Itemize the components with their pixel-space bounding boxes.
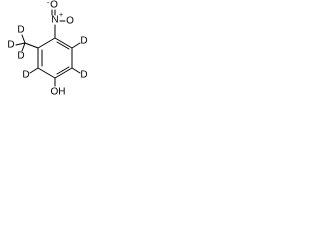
molecule-drawing: N + O - O D D D D D D OH	[7, 0, 87, 98]
ring-bond	[37, 67, 56, 79]
atom-methyl-d-top: D	[17, 25, 24, 36]
ring-bond	[54, 67, 73, 79]
ring-bond	[37, 37, 56, 49]
bond-methyl-d-bottom	[21, 42, 26, 52]
atom-methyl-d-left: D	[7, 40, 14, 51]
atom-d-upper-right: D	[80, 36, 87, 47]
ring-double-bond	[56, 66, 70, 75]
ring-double-bond	[56, 41, 70, 50]
bond-methyl-d-left	[15, 42, 26, 46]
bond-methyl	[24, 42, 39, 49]
charge-nitro-o-top: -	[47, 0, 50, 7]
atom-methyl-d-bottom: D	[17, 51, 24, 62]
bond-d-lower-left	[29, 67, 39, 74]
structure-diagram: N + O - O D D D D D D OH	[0, 0, 111, 102]
bond-d-lower-right	[71, 67, 81, 74]
bond-methyl-d-top	[21, 34, 26, 44]
benzene-ring	[37, 37, 73, 79]
ring-bond	[54, 37, 73, 49]
atom-d-lower-left: D	[22, 70, 29, 81]
bond-d-upper-right	[71, 42, 81, 49]
charge-nitro-n: +	[59, 12, 63, 19]
atom-d-lower-right: D	[80, 70, 87, 81]
atom-hydroxyl: OH	[51, 87, 66, 98]
atom-nitro-n: N	[51, 15, 58, 26]
atom-nitro-o-top: O	[50, 0, 58, 11]
atom-nitro-o-right: O	[66, 16, 74, 27]
